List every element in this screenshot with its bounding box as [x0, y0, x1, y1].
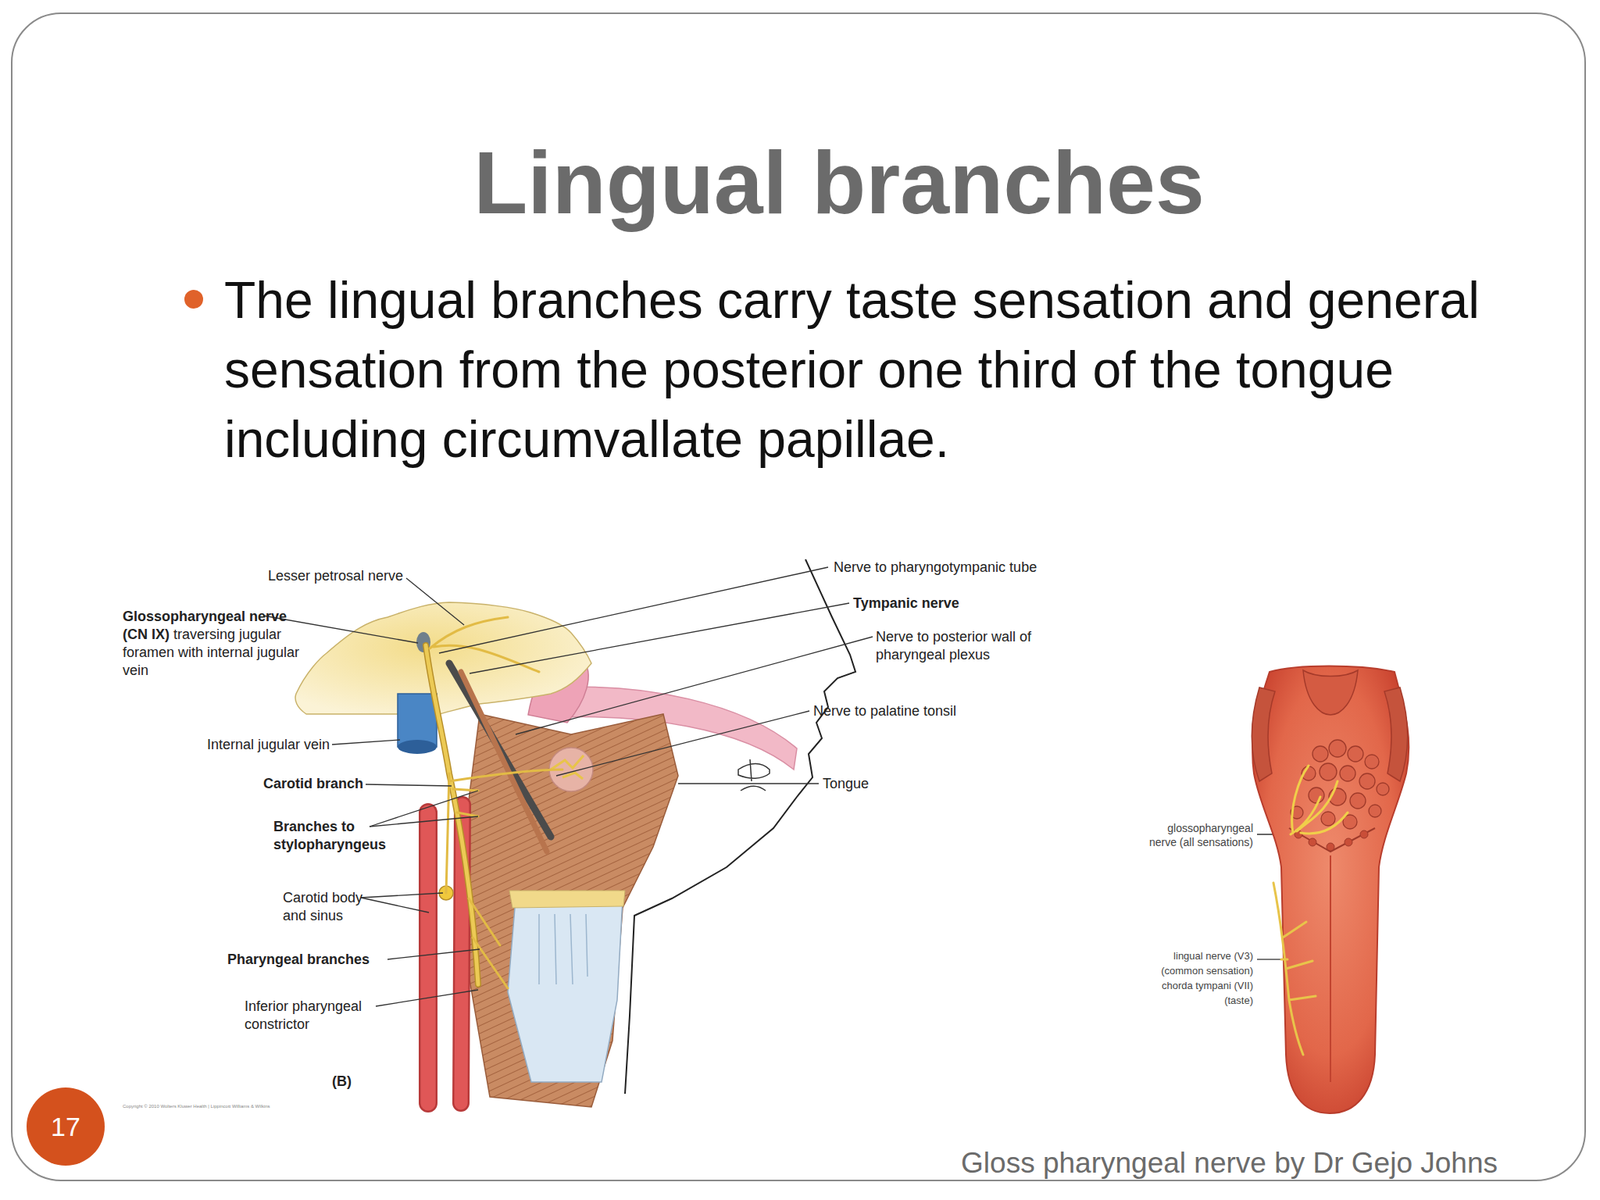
- part-label: Lesser petrosal nerve: [231, 567, 404, 586]
- tonsil-bump: [1321, 811, 1336, 826]
- tonsil-bump: [1312, 746, 1329, 762]
- leader-line: [375, 989, 479, 1007]
- lingual-tonsil: [1290, 739, 1390, 829]
- leader-line: [1257, 958, 1282, 960]
- tonsil-bump: [1339, 765, 1356, 782]
- papilla: [1326, 842, 1335, 851]
- internal-jugular-vein: [397, 693, 437, 747]
- part-label: Carotid body and sinus: [282, 889, 369, 925]
- median-sulcus: [1329, 855, 1332, 1083]
- leader-line: [332, 739, 400, 745]
- part-label: Internal jugular vein: [165, 735, 330, 754]
- face-profile: [625, 559, 856, 1094]
- node-text: 17: [50, 1113, 81, 1140]
- bullet-dot: [184, 289, 204, 309]
- part-label: lingual nerve (V3) (common sensation) ch…: [1147, 948, 1254, 1008]
- slide-footer: Gloss pharyngeal nerve by Dr Gejo Johns: [859, 1146, 1498, 1181]
- larynx-lines: [539, 914, 588, 985]
- leader-line: [387, 949, 480, 960]
- papilla: [1308, 838, 1317, 847]
- bullet-text: The lingual branches carry taste sensati…: [224, 265, 1506, 475]
- leader-line: [360, 897, 429, 913]
- label-block: Glossopharyngeal nerve (CN IX)traversing…: [122, 607, 301, 680]
- leader-line: [515, 636, 873, 735]
- part-label: Inferior pharyngeal constrictor: [244, 997, 378, 1034]
- tonsil-bump: [1364, 754, 1379, 769]
- vein-cut-end: [397, 739, 437, 754]
- leader-line: [360, 892, 443, 898]
- leader-line: [469, 603, 850, 674]
- leader-line: [365, 784, 452, 786]
- lingual-nerve-branch: [1273, 882, 1316, 1055]
- slide-title: Lingual branches: [448, 139, 1230, 228]
- part-label: Nerve to posterior wall of pharyngeal pl…: [875, 628, 1036, 665]
- part-label: glossopharyngeal nerve (all sensations): [1143, 821, 1254, 850]
- part-label: Carotid branch: [199, 775, 364, 793]
- leader-line: [369, 790, 479, 827]
- tonsil-bump: [1350, 792, 1366, 809]
- part-label: Pharyngeal branches: [227, 950, 400, 969]
- copyright-note: Copyright © 2010 Wolters Kluwer Health |…: [122, 1103, 373, 1110]
- part-label: Nerve to pharyngotympanic tube: [833, 558, 1084, 577]
- tongue: [1252, 666, 1409, 1115]
- carotid-artery-fill: [421, 812, 436, 1104]
- part-label: Tympanic nerve: [853, 594, 1010, 613]
- tonsil-bump: [1376, 782, 1390, 796]
- page-number-circle: 17: [26, 1087, 105, 1166]
- tongue-outline: [738, 759, 770, 791]
- nerve-branch: [429, 617, 563, 989]
- epiglottis: [1303, 670, 1358, 715]
- tonsil-bump: [1308, 787, 1325, 804]
- larynx: [507, 898, 623, 1083]
- sulcus-terminalis: [1289, 828, 1375, 852]
- part-label: Tongue: [822, 775, 901, 793]
- tonsil-bump: [1359, 773, 1375, 790]
- tonsil-nerve: [550, 755, 584, 779]
- skull-base: [295, 602, 592, 715]
- tonsil-bump: [1368, 804, 1382, 818]
- papilla: [1360, 830, 1368, 839]
- hyoid-bone: [509, 890, 625, 908]
- figure-letter: (B): [332, 1072, 379, 1091]
- stylopharyngeus-muscle: [460, 671, 547, 852]
- papilla: [1344, 838, 1353, 847]
- tonsil-bump: [1328, 739, 1347, 758]
- leader-line: [678, 782, 819, 784]
- leader-line: [439, 567, 829, 654]
- leader-line: [556, 710, 810, 776]
- carotid-artery: [418, 812, 438, 1104]
- leader-line: [369, 816, 479, 827]
- tonsil-bump: [1319, 763, 1337, 781]
- leader-lines: [263, 567, 1291, 1007]
- tonsil-bump: [1347, 746, 1364, 762]
- part-label: Branches to stylopharyngeus: [273, 817, 403, 854]
- glossopharyngeal-nerve-branch: [1290, 765, 1348, 835]
- part-label: Nerve to palatine tonsil: [813, 702, 1017, 721]
- leader-line: [406, 578, 465, 625]
